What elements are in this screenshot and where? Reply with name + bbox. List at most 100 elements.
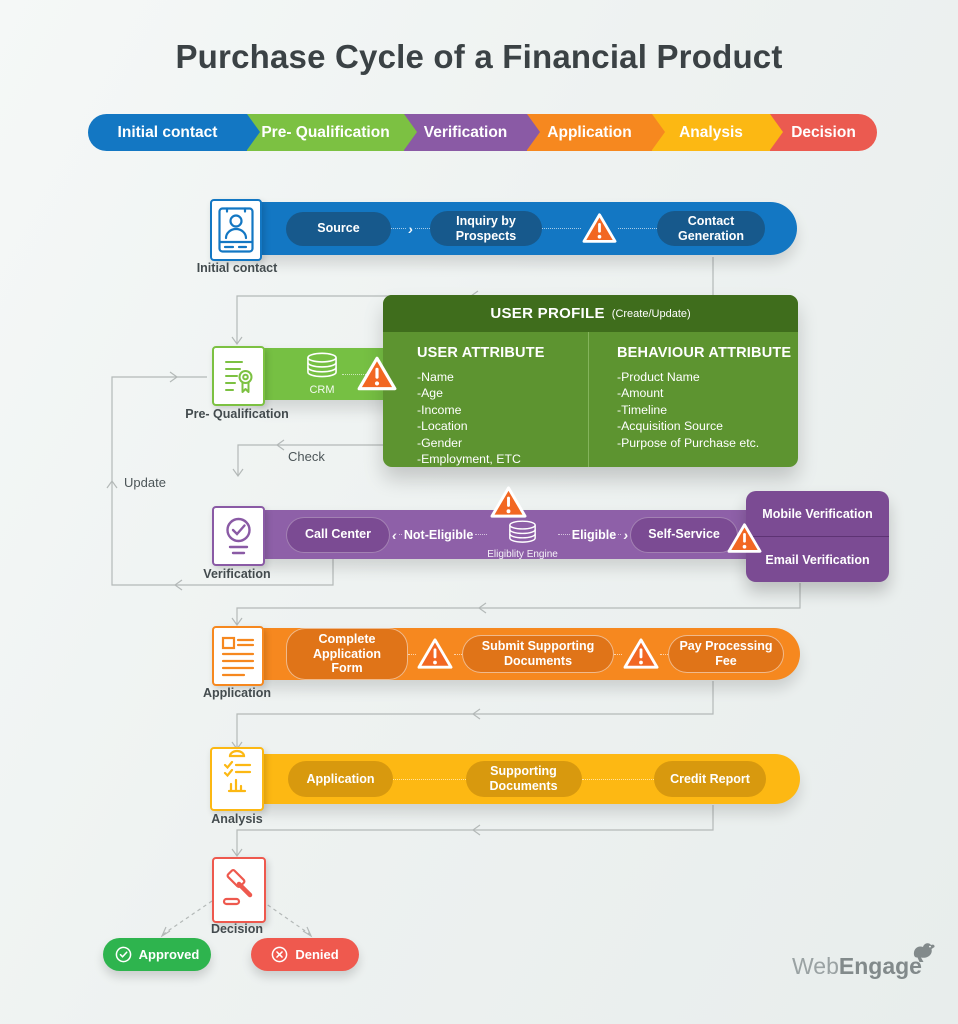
dotted-connector <box>557 534 570 535</box>
ribbon-stage-label: Analysis <box>679 123 743 141</box>
dotted-connector <box>390 528 402 542</box>
warning-icon <box>490 486 527 518</box>
behaviour-attribute-item: -Purpose of Purchase etc. <box>617 435 760 450</box>
stage-ribbon: Initial contact Pre- Qualification Verif… <box>88 114 877 151</box>
user-attribute-column: USER ATTRIBUTE -Name -Age -Income -Locat… <box>383 332 589 467</box>
dotted-connector <box>618 528 630 542</box>
behaviour-attribute-title: BEHAVIOUR ATTRIBUTE <box>617 345 792 361</box>
wire-label-check: Check <box>288 449 325 464</box>
user-attribute-item: -Location <box>417 419 468 434</box>
user-profile-title: USER PROFILE <box>490 305 605 322</box>
application-bar: Complete Application Form Submit Support… <box>258 627 800 681</box>
email-verification-cell: Email Verification <box>765 552 870 567</box>
warning-icon <box>417 638 453 669</box>
application-stage-box <box>212 626 264 686</box>
ribbon-stage-label: Verification <box>423 123 508 141</box>
ribbon-stage-verification: Verification <box>404 114 540 151</box>
step-pill-source: Source <box>286 211 391 246</box>
chevron-right-icon <box>621 528 630 542</box>
step-pill-credit-report: Credit Report <box>654 761 766 797</box>
verification-bar: Call Center Not-Eligible Eligiblity Engi… <box>258 510 762 560</box>
approved-label: Approved <box>138 947 200 962</box>
ribbon-stage-decision: Decision <box>770 114 877 151</box>
step-pill-complete-application-form: Complete Application Form <box>286 627 408 681</box>
stage-label-application: Application <box>202 686 272 700</box>
ribbon-stage-label: Decision <box>791 123 856 141</box>
mobile-verification-cell: Mobile Verification <box>746 491 889 537</box>
warning-icon <box>623 638 659 669</box>
id-card-icon <box>218 207 254 253</box>
check-circle-document-icon <box>226 517 251 555</box>
ribbon-stage-label: Application <box>547 123 632 141</box>
stage-label-decision: Decision <box>210 922 264 936</box>
dotted-connector <box>342 367 377 381</box>
behaviour-attribute-item: -Amount <box>617 386 664 401</box>
user-profile-subtitle: (Create/Update) <box>611 307 691 320</box>
behaviour-attribute-item: -Product Name <box>617 370 700 384</box>
clipboard-chart-icon <box>223 749 252 793</box>
ribbon-stage-label: Initial contact <box>117 123 218 141</box>
ribbon-stage-initial-contact: Initial contact <box>88 114 260 151</box>
step-pill-contact-generation: Contact Generation <box>657 210 765 247</box>
dotted-connector <box>618 228 657 229</box>
user-attribute-item: -Age <box>417 386 443 401</box>
approved-pill: Approved <box>103 938 211 971</box>
stage-label-initial-contact: Initial contact <box>196 261 278 275</box>
pre-qualification-stage-box <box>212 346 265 406</box>
wire-label-update: Update <box>124 475 166 490</box>
user-attribute-item: -Income <box>417 402 462 417</box>
user-attribute-item: -Employment, ETC <box>417 452 521 467</box>
bird-icon <box>913 943 935 962</box>
ribbon-stage-analysis: Analysis <box>652 114 783 151</box>
analysis-bar: Application Supporting Documents Credit … <box>258 754 800 804</box>
dotted-connector <box>408 653 416 655</box>
initial-contact-stage-box <box>210 199 262 261</box>
user-profile-header: USER PROFILE (Create/Update) <box>383 295 798 332</box>
dotted-connector <box>614 653 622 655</box>
step-pill-self-service: Self-Service <box>630 516 739 553</box>
behaviour-attribute-item: -Timeline <box>617 402 668 417</box>
step-pill-supporting-documents: Supporting Documents <box>465 761 582 797</box>
warning-icon <box>727 523 762 553</box>
crm-database-group: CRM <box>302 352 342 396</box>
step-pill-submit-supporting-documents: Submit Supporting Documents <box>462 635 614 673</box>
page-title: Purchase Cycle of a Financial Product <box>175 38 783 75</box>
dotted-connector <box>660 653 668 655</box>
ribbon-stage-application: Application <box>527 114 665 151</box>
logo-text-engage: Engage <box>838 953 922 979</box>
stage-label-analysis: Analysis <box>211 812 263 826</box>
user-attribute-item: -Name <box>417 370 454 384</box>
check-circle-icon <box>115 946 131 963</box>
dotted-connector <box>581 778 654 780</box>
denied-pill: Denied <box>251 938 359 971</box>
behaviour-attribute-column: BEHAVIOUR ATTRIBUTE -Product Name -Amoun… <box>589 332 798 467</box>
application-form-icon <box>221 636 255 677</box>
not-eligible-label: Not-Eligible <box>403 527 474 542</box>
eligible-label: Eligible <box>571 527 617 542</box>
verification-channels-box: Mobile Verification Email Verification <box>746 491 889 582</box>
user-profile-box: USER PROFILE (Create/Update) USER ATTRIB… <box>383 295 798 467</box>
initial-contact-bar: Source Inquiry by Prospects Contact Gene… <box>256 202 797 255</box>
certificate-icon <box>225 361 253 393</box>
stage-label-pre-qualification: Pre- Qualification <box>185 407 289 421</box>
crm-label: CRM <box>309 384 335 396</box>
behaviour-attribute-item: -Acquisition Source <box>617 419 723 434</box>
step-pill-application: Application <box>288 761 393 797</box>
step-pill-inquiry-by-prospects: Inquiry by Prospects <box>430 210 542 247</box>
dotted-connector <box>393 778 466 780</box>
database-icon <box>307 352 337 378</box>
ribbon-stage-pre-qualification: Pre- Qualification <box>247 114 417 151</box>
user-attribute-title: USER ATTRIBUTE <box>417 345 545 361</box>
dotted-connector <box>391 222 431 236</box>
dotted-connector <box>454 653 462 655</box>
step-pill-call-center: Call Center <box>286 516 390 553</box>
decision-stage-box <box>212 857 266 923</box>
webengage-logo: WebEngage <box>792 943 935 980</box>
database-icon <box>509 519 536 543</box>
dotted-connector <box>542 228 581 229</box>
gavel-icon <box>222 869 253 906</box>
eligibility-engine-label: Eligiblity Engine <box>487 548 558 560</box>
logo-text-web: Web <box>792 953 839 979</box>
